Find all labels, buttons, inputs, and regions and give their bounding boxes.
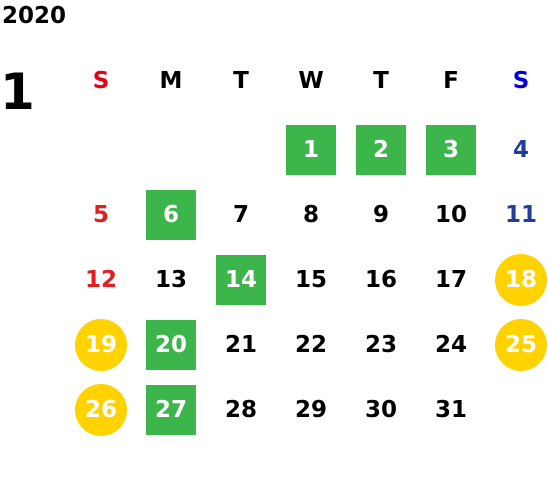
day-cell-12[interactable]: 12 — [84, 267, 117, 293]
day-cell-3[interactable]: 3 — [426, 125, 476, 175]
day-cell-17[interactable]: 17 — [434, 267, 467, 293]
day-cell-24[interactable]: 24 — [434, 332, 467, 358]
day-cell-13[interactable]: 13 — [154, 267, 187, 293]
day-cell-6[interactable]: 6 — [146, 190, 196, 240]
day-cell-31[interactable]: 31 — [434, 397, 467, 423]
day-cell-16[interactable]: 16 — [364, 267, 397, 293]
weekday-fri: F — [443, 68, 459, 94]
day-cell-4[interactable]: 4 — [512, 137, 529, 163]
weekday-sat: S — [512, 68, 530, 94]
day-cell-8[interactable]: 8 — [302, 202, 319, 228]
day-cell-18[interactable]: 18 — [495, 254, 547, 306]
month-label: 1 — [0, 63, 35, 121]
day-cell-28[interactable]: 28 — [224, 397, 257, 423]
day-cell-21[interactable]: 21 — [224, 332, 257, 358]
day-cell-27[interactable]: 27 — [146, 385, 196, 435]
weekday-sun: S — [92, 68, 110, 94]
day-cell-7[interactable]: 7 — [232, 202, 249, 228]
weekday-mon: M — [159, 68, 183, 94]
day-cell-23[interactable]: 23 — [364, 332, 397, 358]
day-cell-14[interactable]: 14 — [216, 255, 266, 305]
day-cell-25[interactable]: 25 — [495, 319, 547, 371]
weekday-tue: T — [233, 68, 249, 94]
day-cell-2[interactable]: 2 — [356, 125, 406, 175]
day-cell-20[interactable]: 20 — [146, 320, 196, 370]
day-cell-11[interactable]: 11 — [504, 202, 537, 228]
weekday-wed: W — [298, 68, 324, 94]
day-cell-10[interactable]: 10 — [434, 202, 467, 228]
day-cell-30[interactable]: 30 — [364, 397, 397, 423]
day-cell-26[interactable]: 26 — [75, 384, 127, 436]
day-cell-22[interactable]: 22 — [294, 332, 327, 358]
weekday-thu: T — [373, 68, 389, 94]
day-cell-1[interactable]: 1 — [286, 125, 336, 175]
year-label: 2020 — [2, 3, 67, 29]
day-cell-5[interactable]: 5 — [92, 202, 109, 228]
day-cell-9[interactable]: 9 — [372, 202, 389, 228]
day-cell-15[interactable]: 15 — [294, 267, 327, 293]
day-cell-19[interactable]: 19 — [75, 319, 127, 371]
day-cell-29[interactable]: 29 — [294, 397, 327, 423]
